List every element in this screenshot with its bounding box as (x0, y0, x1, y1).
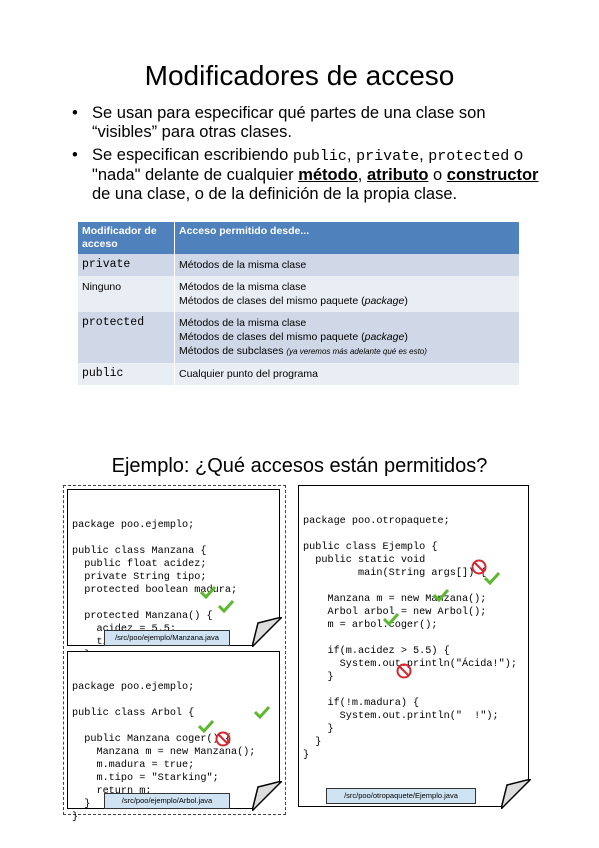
access-cell: Métodos de la misma clase (174, 254, 519, 276)
separator: , (346, 146, 357, 164)
term-constructor: constructor (446, 166, 539, 184)
keyword-public: public (292, 148, 347, 165)
forbidden-icon (396, 663, 412, 679)
access-text: ) (404, 331, 408, 343)
check-icon (383, 612, 399, 626)
check-icon (200, 585, 216, 599)
table-row: Ninguno Métodos de la misma clase Método… (78, 276, 519, 312)
check-icon (484, 571, 500, 585)
check-icon (218, 599, 234, 613)
forbidden-icon (471, 559, 487, 575)
access-line: Métodos de la misma clase (179, 259, 307, 271)
code-card-manzana: package poo.ejemplo; public class Manzan… (67, 489, 280, 674)
code-ejemplo: package poo.otropaquete; public class Ej… (303, 516, 517, 761)
access-cell: Métodos de la misma clase Métodos de cla… (174, 276, 519, 312)
access-line: Métodos de clases del mismo paquete (pac… (179, 294, 515, 308)
access-line: Métodos de subclases (ya veremos más ade… (179, 344, 515, 359)
bullet-1: • Se usan para especificar qué partes de… (72, 104, 542, 142)
keyword-protected: protected (428, 148, 510, 165)
access-text: Métodos de clases del mismo paquete ( (179, 331, 365, 343)
bullet-dot: • (72, 104, 78, 122)
code-card-ejemplo: package poo.otropaquete; public class Ej… (298, 485, 529, 807)
page-fold (501, 779, 531, 809)
access-cell: Cualquier punto del programa (174, 363, 519, 385)
modifier-cell: public (78, 363, 175, 385)
page-title: Modificadores de acceso (144, 60, 455, 91)
bullet-dot: • (72, 146, 78, 164)
term-atributo: atributo (366, 166, 429, 184)
access-table: Modificador de acceso Acceso permitido d… (78, 222, 519, 385)
table-row: protected Métodos de la misma clase Méto… (78, 312, 519, 363)
access-line: Métodos de la misma clase (179, 281, 307, 293)
modifier-cell: protected (78, 312, 175, 363)
table-row: public Cualquier punto del programa (78, 363, 519, 385)
header-access: Acceso permitido desde... (174, 222, 519, 254)
table-header-row: Modificador de acceso Acceso permitido d… (78, 222, 519, 254)
file-path-manzana: /src/poo/ejemplo/Manzana.java (104, 630, 230, 646)
page-fold (252, 617, 282, 647)
access-italic: package (364, 295, 405, 307)
access-text: Métodos de subclases (179, 345, 287, 357)
separator: , (419, 146, 424, 164)
package-boundary (63, 485, 286, 815)
bullet-list: • Se usan para especificar qué partes de… (72, 104, 542, 208)
access-italic: package (364, 331, 405, 343)
check-icon (254, 705, 270, 719)
bullet-2-text-e: de una clase, o de la definición de la p… (92, 185, 458, 203)
access-text: Métodos de clases del mismo paquete ( (179, 295, 365, 307)
access-cell: Métodos de la misma clase Métodos de cla… (174, 312, 519, 363)
file-path-arbol: /src/poo/ejemplo/Arbol.java (104, 793, 230, 809)
keyword-private: private (356, 148, 420, 165)
header-modifier: Modificador de acceso (78, 222, 175, 254)
code-card-arbol: package poo.ejemplo; public class Arbol … (67, 651, 280, 823)
term-metodo: método (298, 166, 358, 184)
separator: o (428, 166, 447, 184)
bullet-2-text-a: Se especifican escribiendo (92, 146, 293, 164)
access-text: ) (404, 295, 408, 307)
access-note: (ya veremos más adelante qué es esto) (286, 347, 427, 356)
file-path-ejemplo: /src/poo/otropaquete/Ejemplo.java (326, 788, 476, 804)
code-arbol: package poo.ejemplo; public class Arbol … (72, 682, 256, 823)
access-line: Métodos de la misma clase (179, 317, 307, 329)
forbidden-icon (215, 731, 231, 747)
modifier-cell: private (78, 254, 175, 276)
check-icon (198, 719, 214, 733)
access-line: Métodos de clases del mismo paquete (pac… (179, 330, 515, 344)
example-title: Ejemplo: ¿Qué accesos están permitidos? (111, 455, 488, 477)
access-line: Cualquier punto del programa (179, 368, 318, 380)
bullet-2: • Se especifican escribiendo public, pri… (72, 146, 542, 204)
bullet-2-text-b: o "nada" delante de cualquier (92, 146, 524, 184)
page-fold (252, 781, 282, 811)
separator: , (357, 166, 363, 184)
modifier-cell: Ninguno (78, 276, 175, 312)
bullet-1-text: Se usan para especificar qué partes de u… (92, 104, 486, 141)
table-row: private Métodos de la misma clase (78, 254, 519, 276)
check-icon (433, 588, 449, 602)
